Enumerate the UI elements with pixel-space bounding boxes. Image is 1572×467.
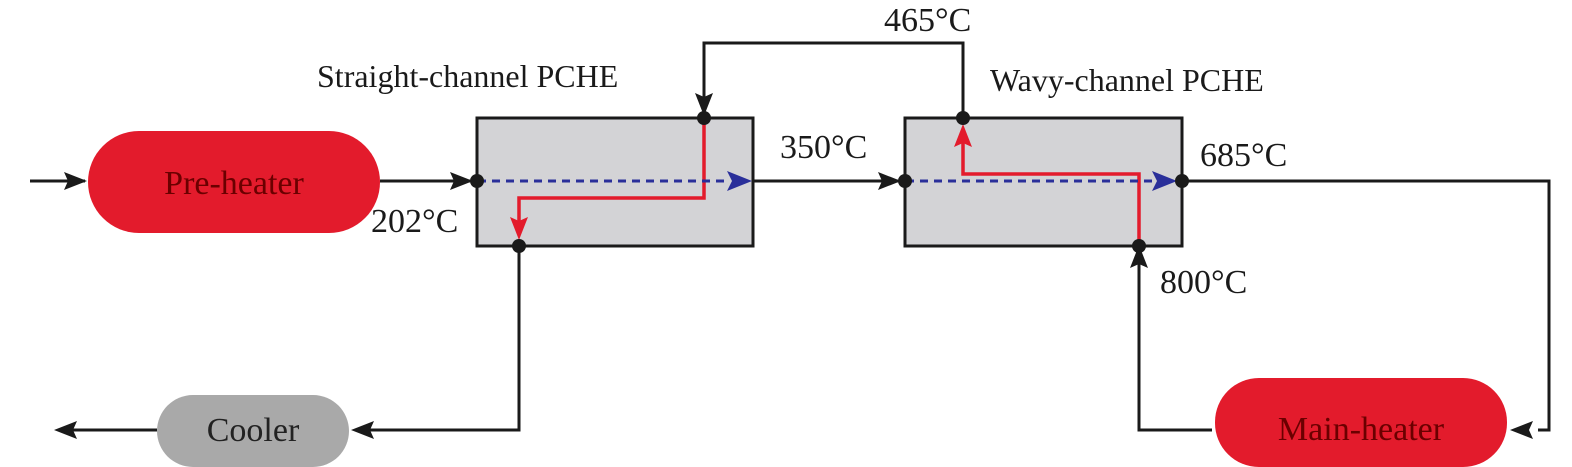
mainheater-to-wavy-line	[1137, 252, 1212, 432]
arrow-inlet	[64, 172, 87, 190]
node-straight-bottom	[512, 239, 526, 253]
arrow-down-into-straight	[695, 93, 713, 116]
cooler-unit	[157, 395, 349, 467]
node-wavy-outlet	[1175, 174, 1189, 188]
node-straight-top	[697, 111, 711, 125]
temp-202-label: 202°C	[371, 203, 459, 240]
straight-hot-path	[517, 118, 706, 228]
preheater-unit	[88, 131, 380, 233]
straight-hot-arrowhead	[510, 217, 528, 240]
main-heater-label: Main-heater	[1277, 411, 1445, 448]
wavy-to-mainheater-line	[1182, 179, 1551, 432]
cooler-label: Cooler	[206, 412, 300, 449]
temp-800-label: 800°C	[1160, 264, 1248, 301]
node-wavy-top	[956, 111, 970, 125]
arrow-into-mainheater	[1510, 421, 1533, 439]
straight-cold-arrowhead	[727, 171, 752, 191]
return-loop-465	[702, 41, 965, 116]
arrow-into-wavy	[878, 172, 901, 190]
temp-685-label: 685°C	[1200, 137, 1288, 174]
temp-465-label: 465°C	[884, 2, 972, 39]
arrow-into-cooler	[351, 421, 374, 439]
main-heater-unit	[1215, 378, 1507, 467]
preheater-label: Pre-heater	[164, 165, 304, 202]
arrow-outlet	[54, 421, 77, 439]
arrow-up-into-wavy	[1130, 245, 1148, 268]
node-wavy-bottom	[1132, 239, 1146, 253]
straight-to-cooler-line	[360, 246, 521, 432]
arrow-into-straight	[450, 172, 473, 190]
node-straight-inlet	[470, 174, 484, 188]
wavy-hot-arrowhead	[954, 124, 972, 147]
wavy-pche-title: Wavy-channel PCHE	[990, 62, 1264, 98]
node-wavy-inlet	[898, 174, 912, 188]
straight-pche-title: Straight-channel PCHE	[317, 58, 619, 94]
temp-350-label: 350°C	[780, 129, 868, 166]
wavy-cold-arrowhead	[1152, 171, 1177, 191]
wavy-hot-path	[961, 140, 1141, 240]
